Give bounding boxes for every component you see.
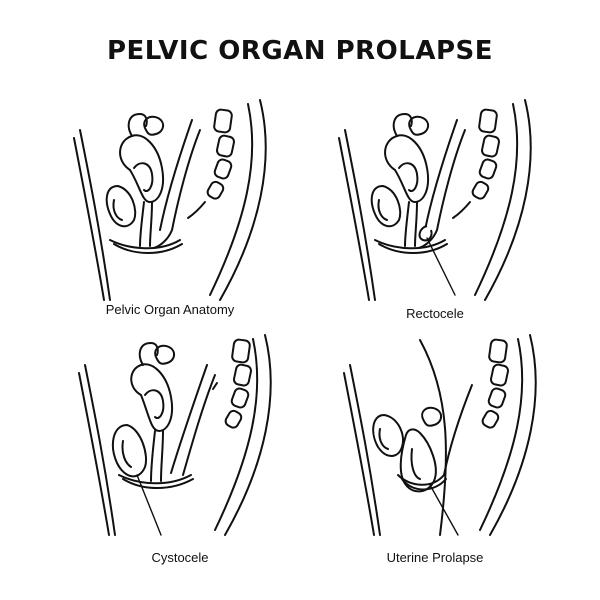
caption-uterine-prolapse: Uterine Prolapse	[386, 550, 484, 565]
panel-uterine-prolapse	[340, 325, 590, 545]
uterine-prolapse-illustration	[343, 334, 537, 536]
pelvic-anatomy-illustration	[73, 99, 267, 301]
page-title: PELVIC ORGAN PROLAPSE	[106, 36, 494, 66]
rectocele-illustration	[338, 99, 532, 301]
panel-cystocele	[75, 325, 325, 545]
cystocele-illustration	[78, 334, 272, 536]
panel-pelvic-organ-anatomy	[70, 90, 320, 310]
caption-cystocele: Cystocele	[151, 550, 209, 565]
panel-rectocele	[335, 90, 585, 310]
caption-pelvic-organ-anatomy: Pelvic Organ Anatomy	[105, 302, 235, 317]
caption-rectocele: Rectocele	[406, 306, 464, 321]
